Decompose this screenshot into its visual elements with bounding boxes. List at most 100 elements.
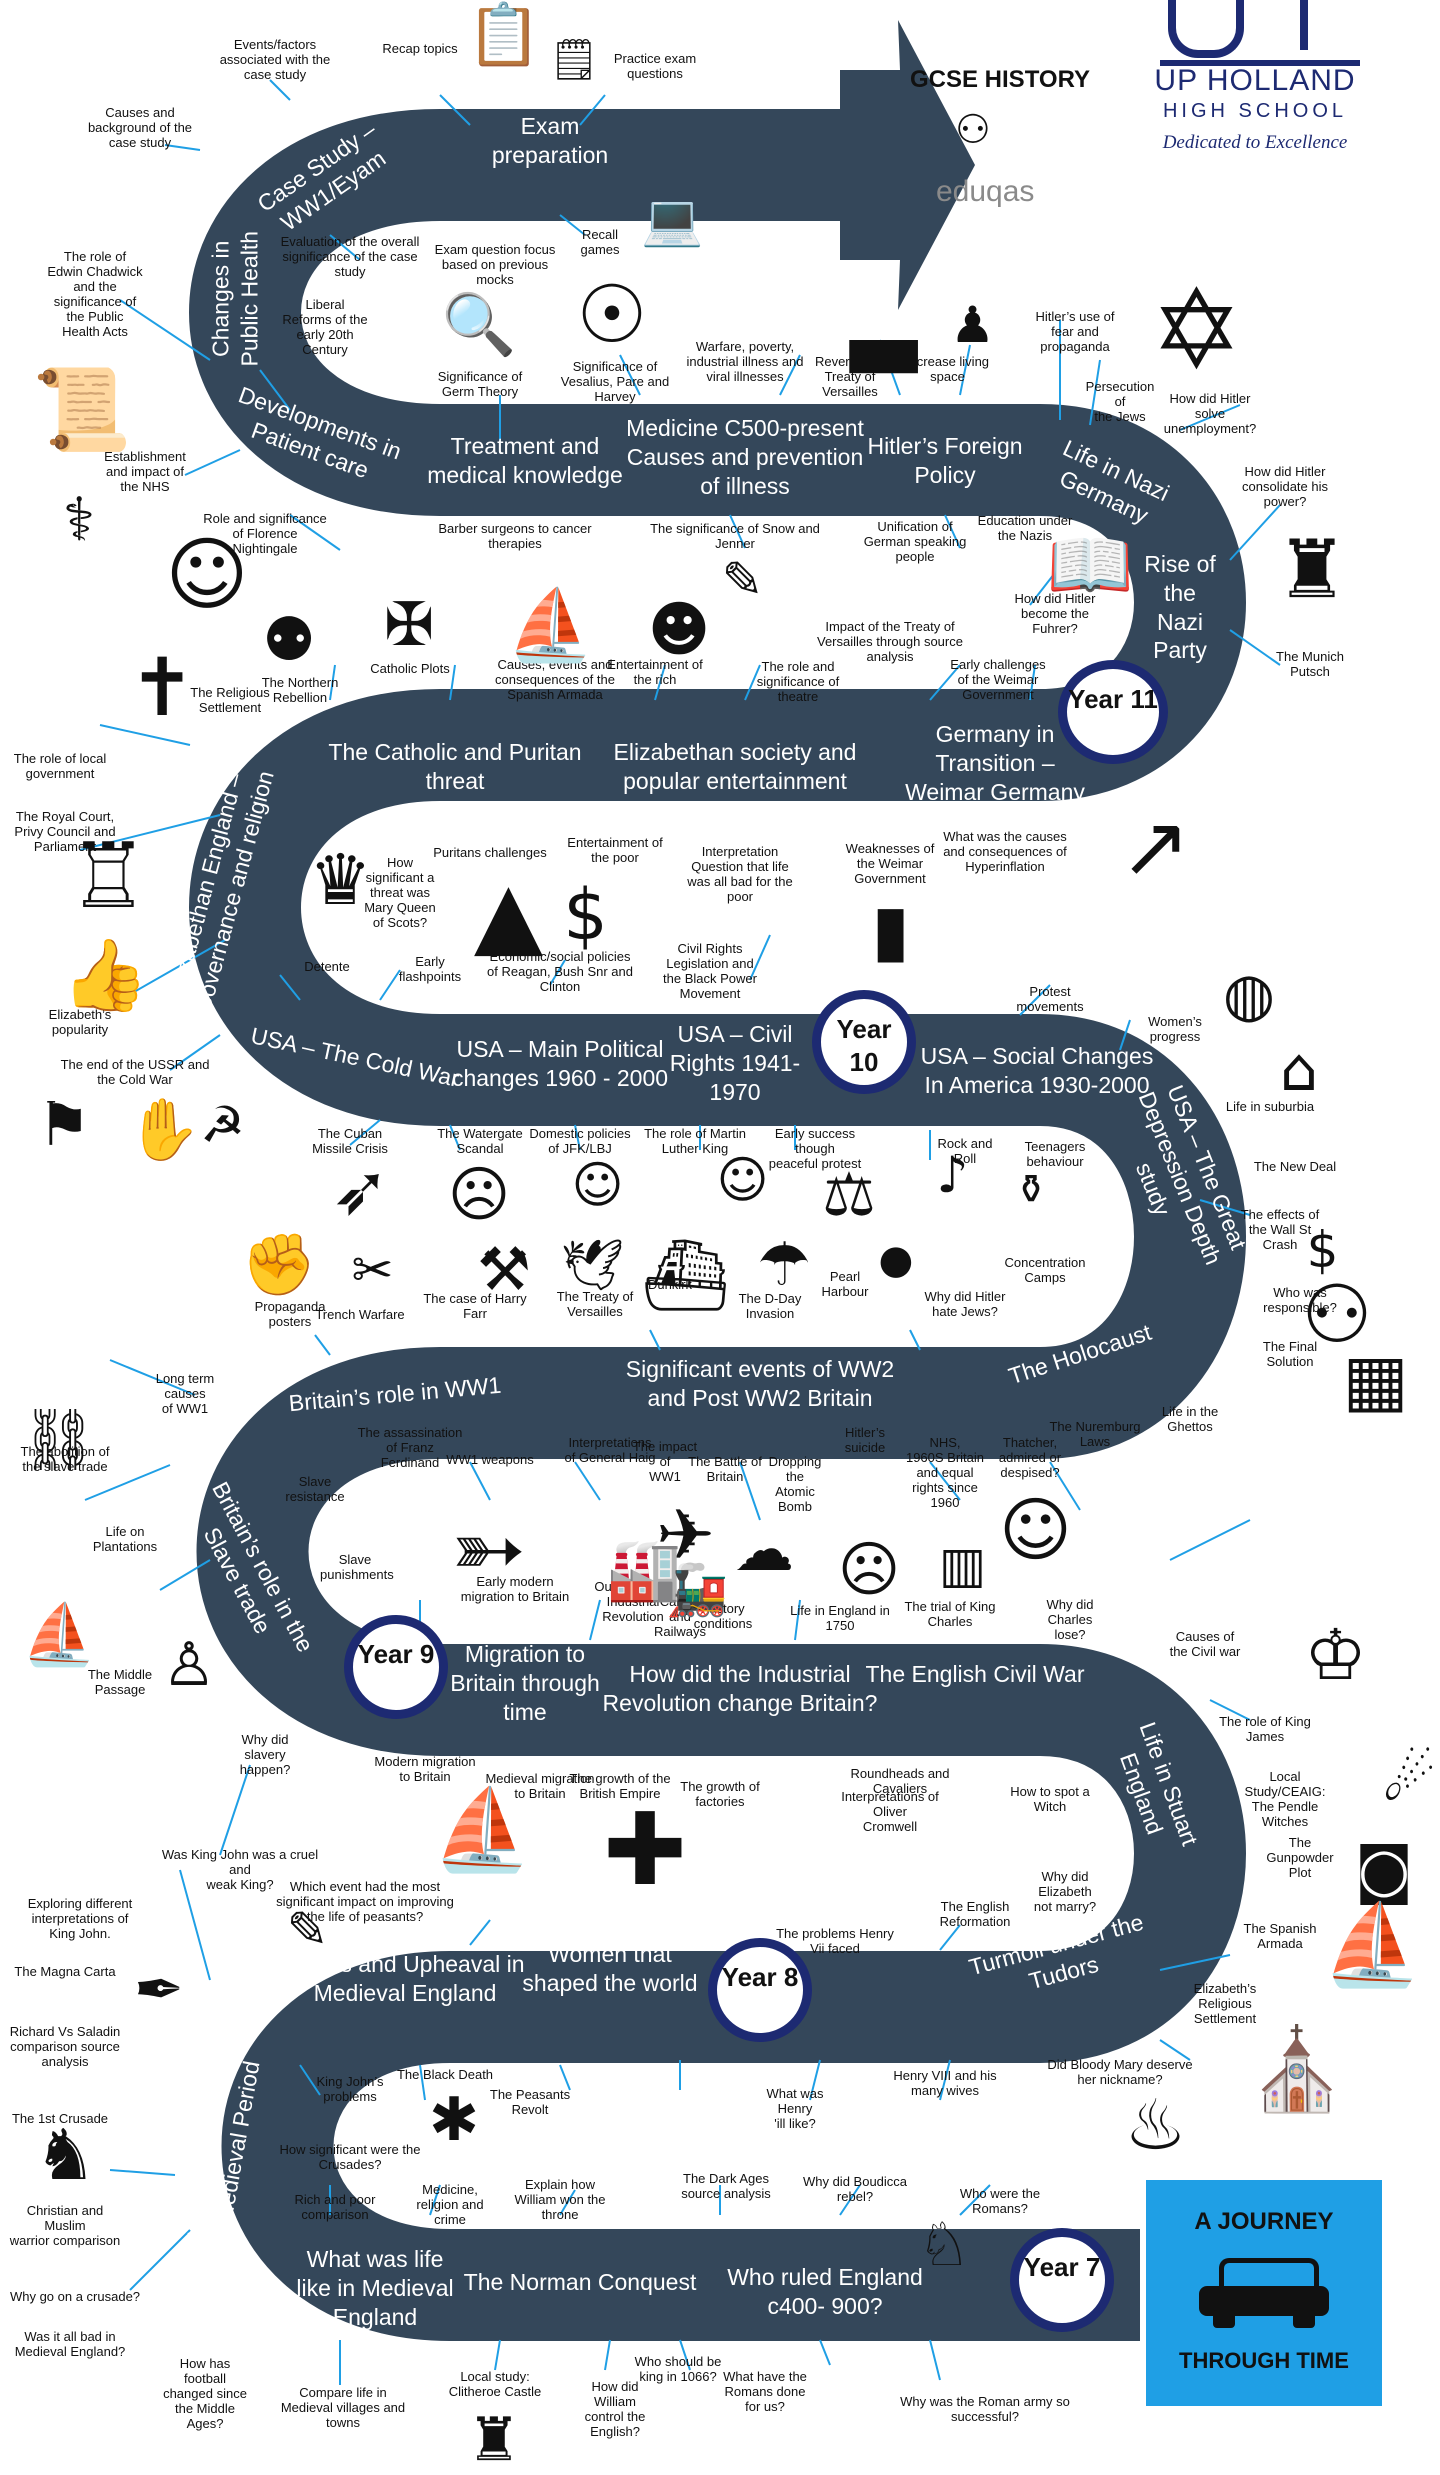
year-8-badge: Year 8 [708, 1938, 812, 2042]
road-label-exam-prep: Exam preparation [491, 113, 609, 168]
topic-note: The Middle Passage [87, 1667, 153, 1697]
road-label-women: Women that shaped the world [522, 1941, 698, 1996]
topic-note: The growth of factories [680, 1779, 760, 1809]
topic-note: The Religious Settlement [190, 685, 270, 715]
topic-note: Rock and Roll [937, 1136, 993, 1166]
topic-note: The effects of the Wall St Crash [1240, 1207, 1320, 1252]
topic-note: The D-Day Invasion [738, 1291, 802, 1321]
topic-note: Civil Rights Legislation and the Black P… [663, 941, 757, 1001]
topic-note: Liberal Reforms of the early 20th Centur… [282, 297, 368, 357]
topic-note: Rich and poor comparison [294, 2192, 376, 2222]
topic-note: Slave punishments [320, 1552, 394, 1582]
school-logo-icon [1160, 0, 1360, 66]
thumbs-up-icon: 👍 [61, 934, 150, 1016]
topic-note: Early flashpoints [398, 954, 462, 984]
rifle-icon: ➳ [450, 1497, 527, 1602]
topic-note: Entertainment of the rich [607, 657, 703, 687]
courthouse-icon: ⚖ [822, 1160, 876, 1230]
topic-note: Weaknesses of the Weimar Government [845, 841, 935, 886]
topic-note: Trench Warfare [315, 1307, 405, 1322]
topic-note: Entertainment of the poor [567, 835, 663, 865]
bottle-icon: ⚱ [1014, 1167, 1048, 1213]
connector-lines [79, 79, 1281, 2385]
road-label-chaos: Chaos and Upheaval in Medieval England [285, 1951, 525, 2006]
topic-note: Early modern migration to Britain [460, 1574, 570, 1604]
topic-note: What was Henry 'ill like? [766, 2086, 824, 2131]
topic-note: Interpretations of General Haig [564, 1435, 656, 1465]
clipboard-question-icon: 📋 [466, 0, 542, 70]
topic-note: Outline of the Industrial Revolution [594, 1579, 672, 1624]
guillotine-icon: ▥ [938, 1536, 987, 1594]
hyperinflation-chart-icon: ↗ [1119, 798, 1191, 897]
topic-note: Detente [304, 959, 350, 974]
bomb-icon: ● [878, 1237, 914, 1283]
year-10-badge: Year 10 [812, 990, 916, 1094]
topic-note: Local study: Clitheroe Castle [448, 2369, 542, 2399]
topic-note: Causes of the Civil war [1169, 1629, 1241, 1659]
topic-note: Events/factors associated with the case … [219, 37, 331, 82]
topic-note: Slave resistance [285, 1474, 345, 1504]
theatre-mask-icon: ☻ [647, 595, 711, 665]
usa-flag-icon: ⚑ [37, 1090, 91, 1160]
topic-note: The case of Harry Farr [423, 1291, 527, 1321]
pillar-icon: ▮ [871, 889, 910, 971]
rosie-icon: ✊ [241, 1230, 317, 1300]
road-label-foreign-policy: Hitler’s Foreign Policy [867, 433, 1023, 488]
road-label-public-health: Changes in Public Health [207, 230, 262, 367]
soldiers-icon: ♜ [1276, 523, 1348, 616]
topic-note: Education under the Nazis [977, 513, 1073, 543]
topic-note: Warfare, poverty, industrial illness and… [686, 339, 804, 384]
topic-note: Pearl Harbour [821, 1269, 869, 1299]
topic-note: The growth of the British Empire [569, 1771, 671, 1801]
thatcher-icon: ☺ [999, 1489, 1072, 1571]
topic-note: The Watergate Scandal [437, 1126, 523, 1156]
topic-note: Compare life in Medieval villages and to… [280, 2385, 406, 2430]
road-label-treatment: Treatment and medical knowledge [427, 433, 623, 488]
gavel-icon: ⚒ [477, 1235, 531, 1305]
boat-icon: ⛴ [641, 1234, 730, 1316]
road-arrow-head [840, 20, 975, 310]
topic-note: Life on Plantations [92, 1524, 158, 1554]
topic-note: Local Study/CEAIG: The Pendle Witches [1244, 1769, 1326, 1829]
topic-note: Recall games [580, 227, 620, 257]
missile-icon: ➶ [331, 1149, 390, 1231]
topic-note: Henry VIII and his many wives [893, 2068, 997, 2098]
topic-note: Richard Vs Saladin comparison source ana… [9, 2024, 121, 2069]
topic-note: King John’s problems [316, 2074, 384, 2104]
school-subtitle: HIGH SCHOOL [1162, 100, 1348, 122]
topic-note: Persecution of the Jews [1085, 379, 1155, 424]
hammer-sickle-icon: ☭ [200, 1096, 245, 1154]
topic-note: Was it all bad in Medieval England? [14, 2329, 126, 2359]
school-motto: Dedicated to Excellence [1162, 132, 1348, 153]
topic-note: Was King John was a cruel and weak King? [161, 1847, 319, 1892]
topic-note: The role and significance of theatre [756, 659, 840, 704]
plane-icon: ✈ [656, 1494, 715, 1576]
topic-note: Recap topics [382, 41, 458, 56]
road-label-usa-political: USA – Main Political changes 1960 - 2000 [451, 1036, 669, 1091]
barbed-wire-icon: ✂ [351, 1241, 394, 1299]
topic-note: Modern migration to Britain [374, 1754, 476, 1784]
topic-note: Medieval migration to Britain [485, 1771, 595, 1801]
road-label-weimar: Germany in Transition – Weimar Germany [905, 721, 1085, 805]
road-label-usa-civil: USA – Civil Rights 1941- 1970 [669, 1021, 801, 1105]
topic-note: Life in the Ghettos [1161, 1404, 1219, 1434]
topic-note: Why was the Roman army so successful? [900, 2394, 1070, 2424]
topic-note: The abolition of the slave trade [20, 1444, 110, 1474]
vitruvian-man-icon: ☉ [576, 268, 648, 361]
topic-note: What was the causes and consequences of … [943, 829, 1067, 874]
topic-note: The role of King James [1219, 1714, 1311, 1744]
topic-note: How has football changed since the Middl… [163, 2356, 247, 2431]
people-icon: ⚉ [262, 605, 316, 675]
money-icon: $ [563, 874, 608, 956]
gcse-title: GCSE HISTORY [910, 66, 1091, 93]
topic-note: How did Hitler solve unemployment? [1163, 391, 1257, 436]
hitler-icon: ☹ [837, 1535, 901, 1605]
barrel-icon: ◙ [1354, 1835, 1414, 1905]
journey-line1: A JOURNEY [1194, 2208, 1334, 2235]
topic-note: Significance of Germ Theory [437, 369, 523, 399]
road-label-catholic: The Catholic and Puritan threat [328, 739, 582, 794]
topic-note: The Royal Court, Privy Council and Parli… [14, 809, 116, 854]
topic-note: Christian and Muslim warrior comparison [9, 2203, 121, 2248]
kennedy-icon: ☺ [571, 1156, 624, 1214]
topic-note: The Treaty of Versailles [556, 1289, 634, 1319]
